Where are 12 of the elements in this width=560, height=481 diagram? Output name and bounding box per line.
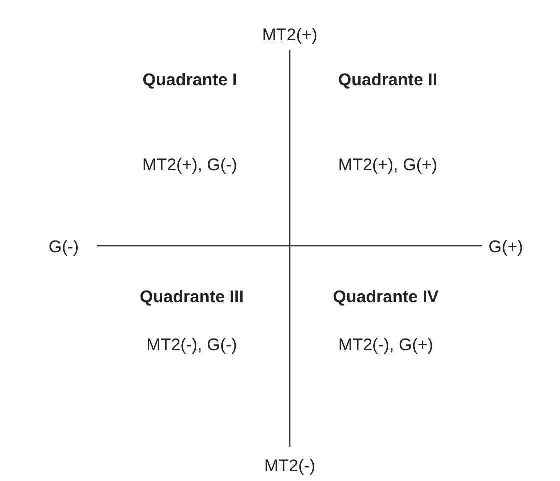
quadrant-title: Quadrante I — [142, 72, 238, 88]
axis-label: MT2(+) — [262, 26, 318, 44]
quadrant-text: MT2(-), G(-) — [146, 336, 238, 354]
quadrant-title: Quadrante II — [338, 72, 438, 88]
quadrant-title: Quadrante III — [140, 288, 244, 306]
axis-label: G(+) — [488, 238, 524, 256]
quadrant-text: MT2(+), G(-) — [142, 156, 238, 174]
quadrant-text: MT2(-), G(+) — [338, 336, 434, 354]
axis-label: G(-) — [48, 238, 80, 256]
axis-label: MT2(-) — [264, 458, 316, 474]
quadrant-title: Quadrante IV — [333, 288, 439, 306]
quadrant-text: MT2(+), G(+) — [338, 156, 438, 174]
